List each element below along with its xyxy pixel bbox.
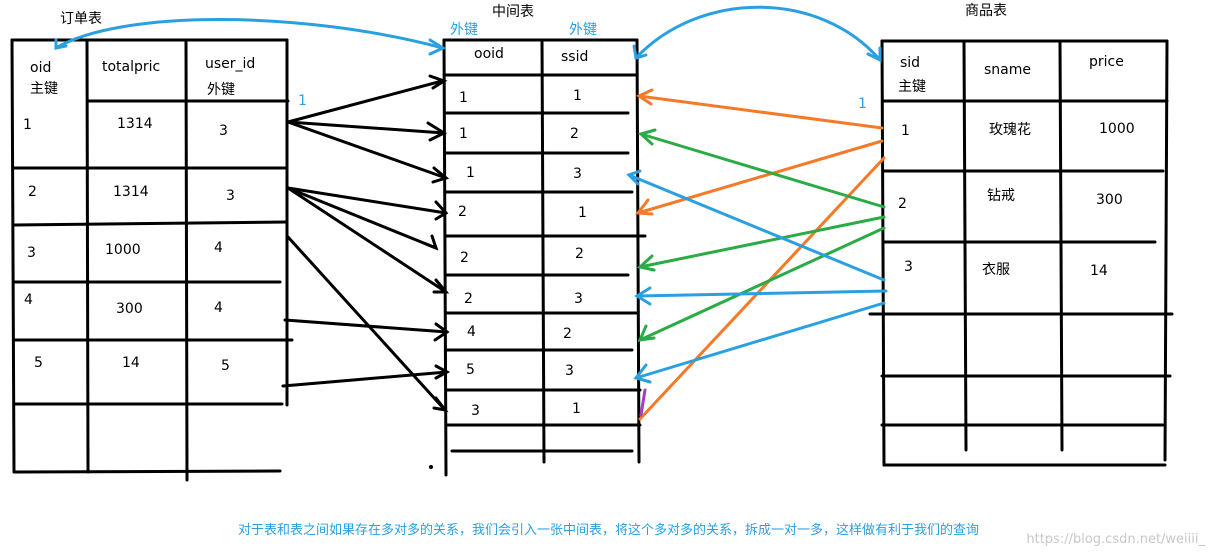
connector-order2-row4	[286, 186, 448, 215]
connector-order1-row2	[286, 120, 446, 135]
products-r3-sid: 3	[904, 259, 913, 275]
orders-oid-key-note: 主键	[30, 81, 58, 97]
middle-r6-ssid: 3	[574, 291, 583, 307]
middle-r3-ssid: 3	[573, 166, 582, 182]
product2-connectors	[636, 128, 886, 342]
product3-connectors	[54, 5, 888, 384]
middle-r2-ssid: 2	[570, 126, 579, 142]
connector-order3-row9	[286, 235, 447, 412]
orders-table-grid	[10, 38, 294, 482]
middle-r4-ooid: 2	[458, 204, 467, 220]
middle-r7-ssid: 2	[563, 326, 572, 342]
orders-r1-oid: 1	[23, 117, 32, 133]
orders-user-id-key-note: 外键	[207, 82, 235, 98]
one-marker-orders: 1	[298, 93, 307, 109]
products-table-grid	[868, 39, 1174, 467]
products-sid-key-note: 主键	[898, 79, 926, 95]
orders-r2-oid: 2	[28, 184, 37, 200]
middle-r7-ooid: 4	[467, 324, 476, 340]
order-to-middle-connectors	[281, 74, 451, 413]
middle-r5-ssid: 2	[575, 246, 584, 262]
products-r2-price: 300	[1096, 192, 1123, 208]
products-r2-sid: 2	[898, 196, 907, 212]
products-table-title: 商品表	[965, 3, 1007, 19]
middle-r3-ooid: 1	[466, 165, 475, 181]
orders-r4-user: 4	[214, 300, 223, 316]
products-header-sname: sname	[984, 62, 1031, 78]
products-r1-sname: 玫瑰花	[989, 122, 1031, 138]
products-r3-sname: 衣服	[982, 262, 1010, 278]
orders-r4-oid: 4	[24, 292, 33, 308]
middle-fk-tag-left: 外键	[450, 22, 478, 38]
orders-header-totalpric: totalpric	[102, 59, 161, 75]
middle-table-grid	[442, 38, 647, 477]
connector-order4-row7	[283, 318, 449, 334]
orders-r1-user: 3	[219, 123, 228, 139]
connector-order2-row6	[286, 186, 448, 294]
orders-r3-user: 4	[214, 240, 223, 256]
connector-order1-row1	[286, 79, 444, 124]
orders-r5-total: 14	[122, 355, 140, 371]
middle-header-ssid: ssid	[561, 49, 589, 65]
middle-fk-tag-right: 外键	[569, 22, 597, 38]
orders-r1-total: 1314	[117, 116, 153, 132]
footer-note: 对于表和表之间如果存在多对多的关系，我们会引入一张中间表，将这个多对多的关系，拆…	[237, 523, 979, 538]
products-header-price: price	[1089, 54, 1124, 70]
middle-r6-ooid: 2	[464, 291, 473, 307]
orders-header-user-id: user_id	[205, 56, 256, 72]
products-r3-price: 14	[1090, 263, 1108, 279]
middle-r2-ooid: 1	[459, 126, 468, 142]
dot-mark	[429, 465, 433, 469]
middle-r9-ssid: 1	[572, 401, 581, 417]
middle-r1-ooid: 1	[459, 90, 468, 106]
products-header-sid: sid	[900, 55, 921, 71]
purple-mark	[639, 388, 647, 417]
one-marker-products: 1	[858, 96, 867, 112]
orders-r3-total: 1000	[105, 242, 141, 258]
orders-table-title: 订单表	[60, 11, 102, 27]
product1-connectors	[635, 88, 886, 421]
connector-order1-row3	[286, 120, 448, 180]
middle-r5-ooid: 2	[460, 250, 469, 266]
orders-r4-total: 300	[116, 301, 143, 317]
middle-header-ooid: ooid	[474, 46, 504, 62]
orders-r2-user: 3	[226, 188, 235, 204]
connector-order2-row5	[286, 186, 438, 250]
middle-table-title: 中间表	[492, 4, 534, 20]
products-r1-sid: 1	[901, 123, 910, 139]
connector-order5-row8	[281, 370, 449, 388]
middle-r8-ssid: 3	[565, 363, 574, 379]
orders-r2-total: 1314	[113, 184, 149, 200]
middle-r4-ssid: 1	[578, 205, 587, 221]
products-r2-sname: 钻戒	[987, 188, 1015, 204]
middle-r1-ssid: 1	[573, 88, 582, 104]
orders-r5-oid: 5	[34, 355, 43, 371]
orders-r3-oid: 3	[27, 245, 36, 261]
middle-r9-ooid: 3	[471, 403, 480, 419]
watermark: https://blog.csdn.net/weiiii_	[1026, 532, 1205, 547]
middle-r8-ooid: 5	[466, 362, 475, 378]
products-r1-price: 1000	[1099, 121, 1135, 137]
orders-r5-user: 5	[221, 358, 230, 374]
orders-header-oid: oid	[30, 60, 52, 76]
